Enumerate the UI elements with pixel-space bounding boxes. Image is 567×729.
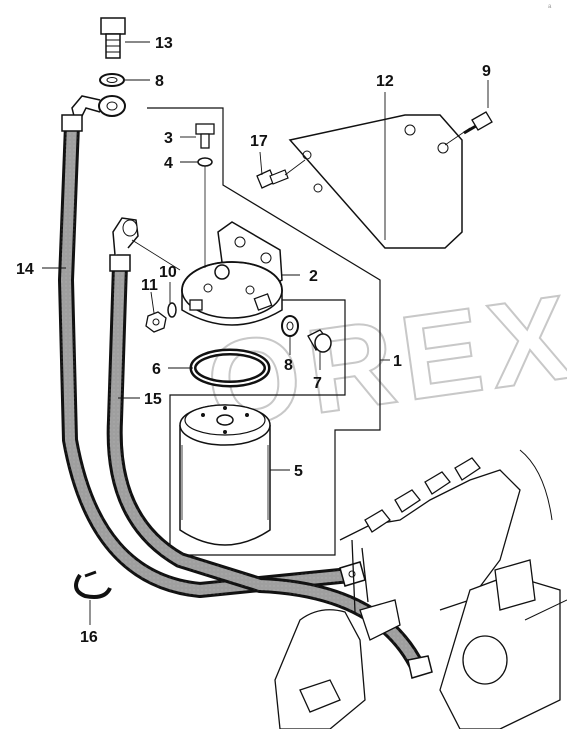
callout-11: 11 <box>141 277 158 294</box>
callout-5: 5 <box>294 463 303 480</box>
inner-box <box>230 299 346 396</box>
washer-4 <box>197 157 213 167</box>
assembly-outline <box>147 107 381 556</box>
callout-1: 1 <box>393 353 402 370</box>
callout-14: 14 <box>16 261 34 278</box>
elbow-fitting <box>112 217 139 256</box>
banjo-fitting-top <box>71 95 126 121</box>
callout-4: 4 <box>164 155 173 172</box>
callout-2: 2 <box>309 268 318 285</box>
engine-block <box>274 457 561 729</box>
callout-9: 9 <box>482 63 491 80</box>
callout-17: 17 <box>250 133 268 150</box>
callout-3: 3 <box>164 130 173 147</box>
callout-7: 7 <box>313 375 322 392</box>
callout-13: 13 <box>155 35 173 52</box>
hose-clamp-lower <box>339 561 433 679</box>
callout-6: 6 <box>152 361 161 378</box>
callout-10: 10 <box>159 264 177 281</box>
screw-3 <box>195 123 215 149</box>
drain-plug-7 <box>307 329 332 353</box>
bolt-17 <box>256 169 289 189</box>
nut-11 <box>145 311 167 333</box>
bracket-plate <box>288 114 463 249</box>
callout-12: 12 <box>376 73 394 90</box>
callout-16: 16 <box>80 629 98 646</box>
washer-10 <box>167 302 177 318</box>
filter-head <box>181 221 283 326</box>
leader-lines <box>42 41 489 625</box>
banjo-bolt-13 <box>100 17 126 59</box>
callout-15: 15 <box>144 391 162 408</box>
filter-canister-5 <box>179 404 271 546</box>
callout-8: 8 <box>155 73 164 90</box>
corner-mark: a <box>548 4 552 10</box>
callout-8: 8 <box>284 357 293 374</box>
bolt-9 <box>463 111 493 135</box>
clip-16 <box>74 570 112 599</box>
